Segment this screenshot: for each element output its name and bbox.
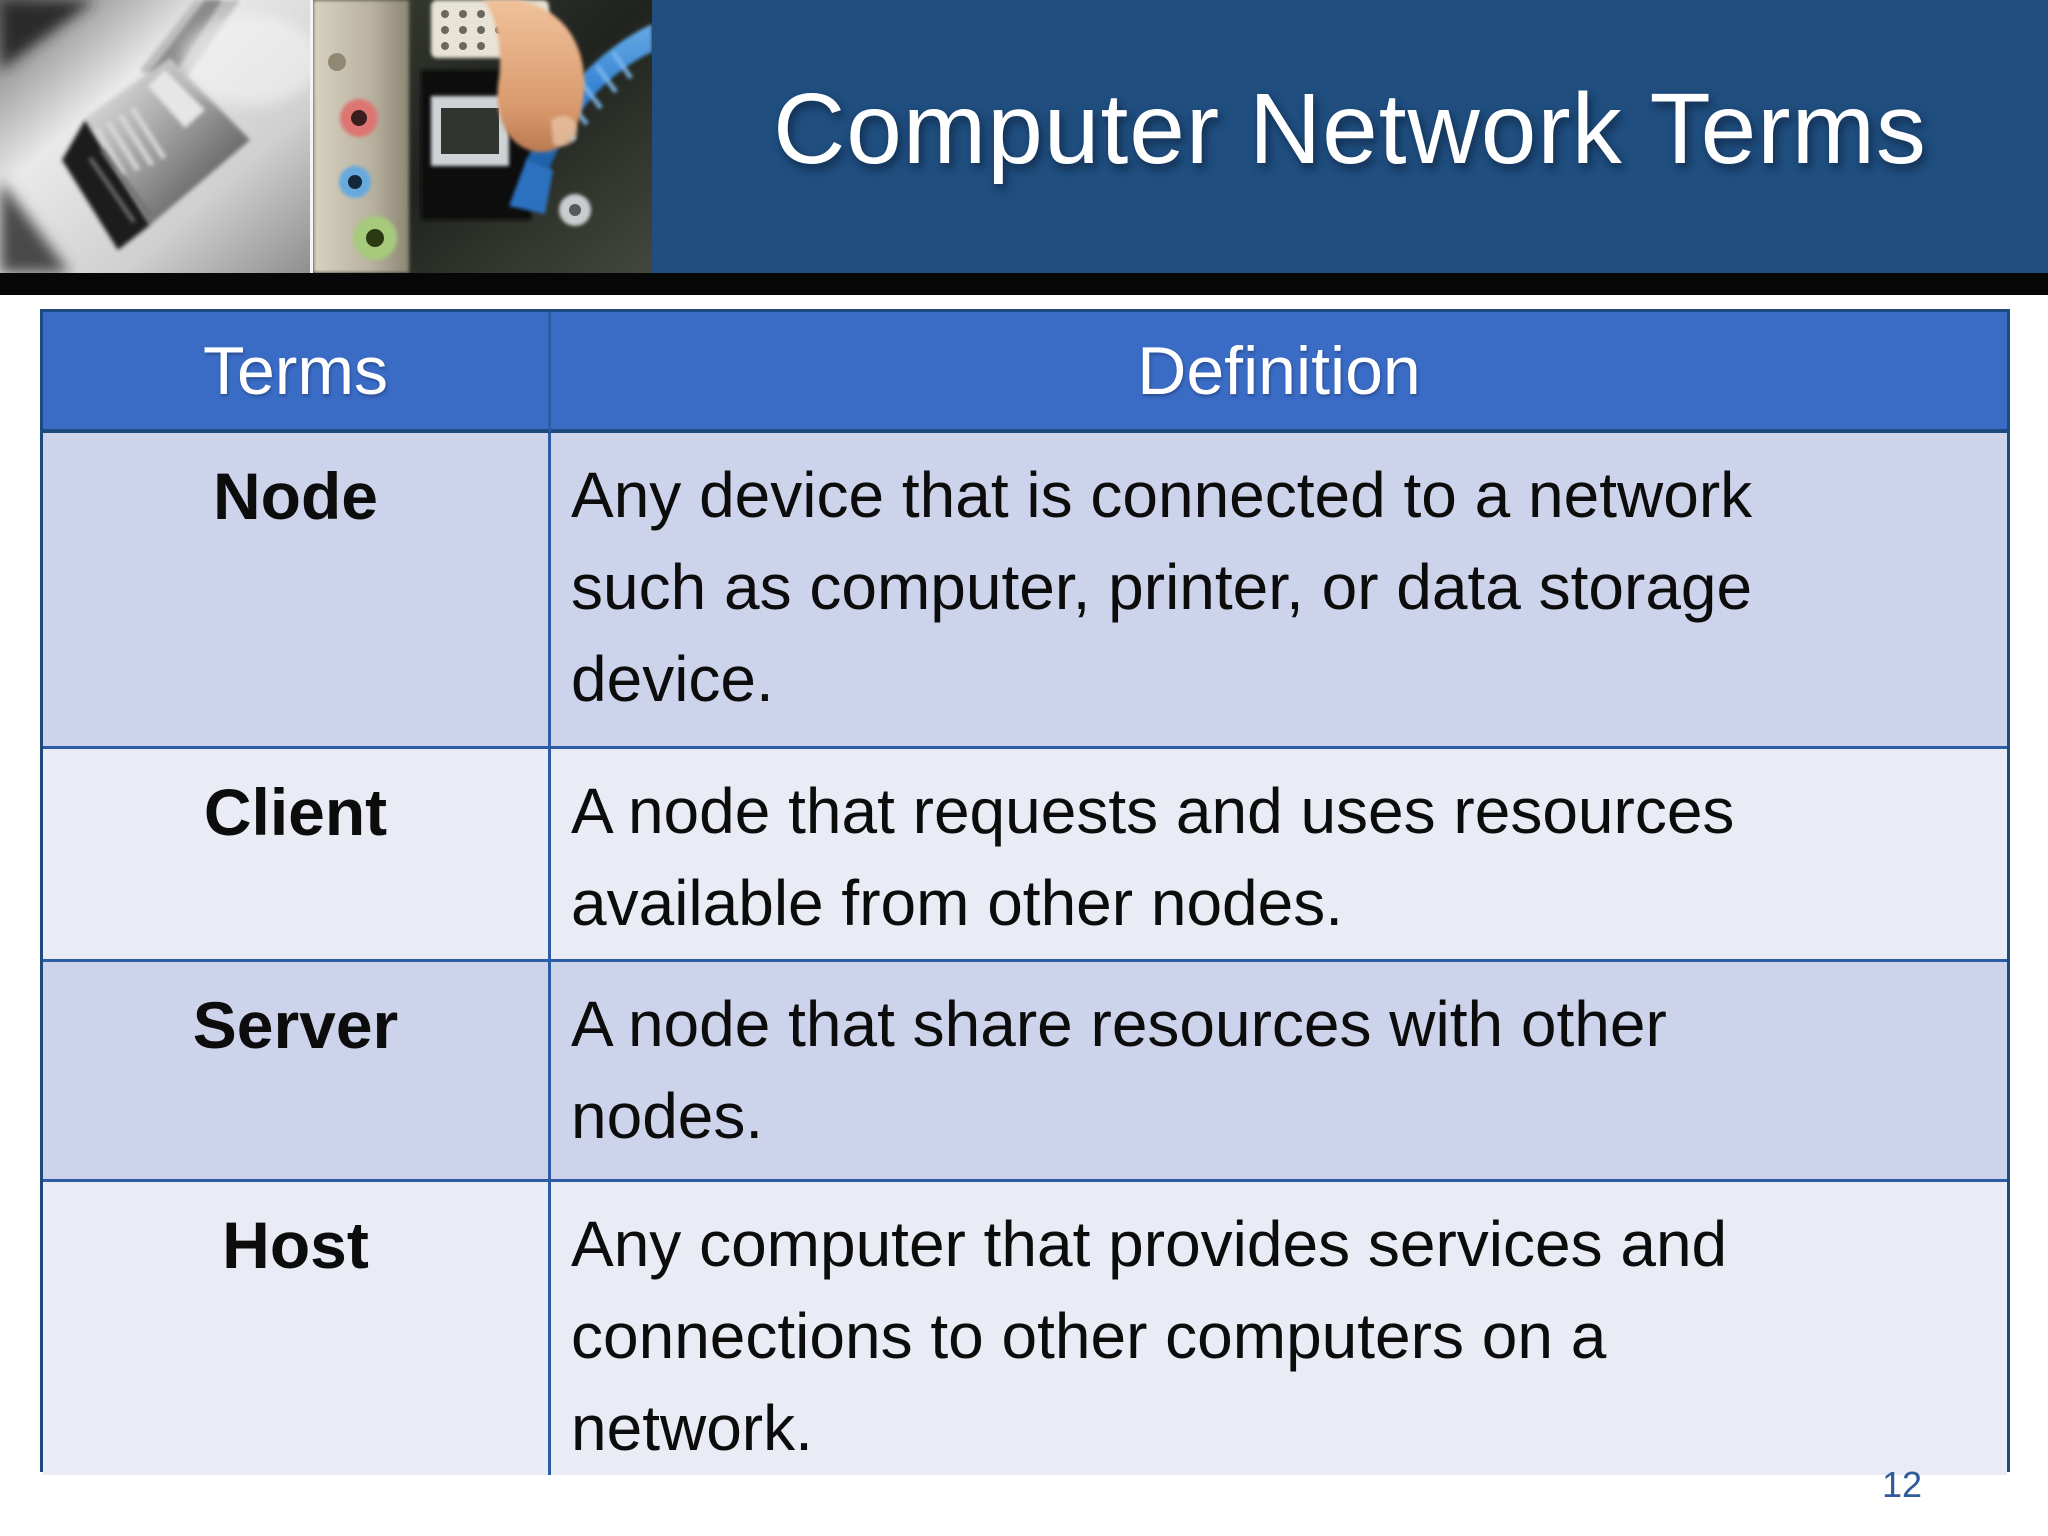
term-node: Node (43, 433, 551, 749)
term-client: Client (43, 749, 551, 962)
title-band: Computer Network Terms (652, 0, 2048, 273)
term-host: Host (43, 1182, 551, 1475)
column-header-terms: Terms (43, 312, 551, 433)
definition-host: Any computer that provides services and … (551, 1182, 2007, 1475)
definition-client: A node that requests and uses resources … (551, 749, 2007, 962)
header-divider-bar (0, 273, 2048, 295)
network-ports-photo (313, 0, 652, 273)
definition-server: A node that share resources with other n… (551, 962, 2007, 1182)
page-number: 12 (1881, 1464, 1922, 1505)
term-server: Server (43, 962, 551, 1182)
column-header-definition: Definition (551, 312, 2007, 433)
slide-title: Computer Network Terms (773, 73, 1927, 185)
header-strip: Computer Network Terms (0, 0, 2048, 273)
definition-node: Any device that is connected to a networ… (551, 433, 2007, 749)
photo-divider (310, 0, 313, 273)
terms-table: Terms Definition Node Any device that is… (40, 309, 2010, 1475)
rj45-plug-photo (0, 0, 320, 273)
